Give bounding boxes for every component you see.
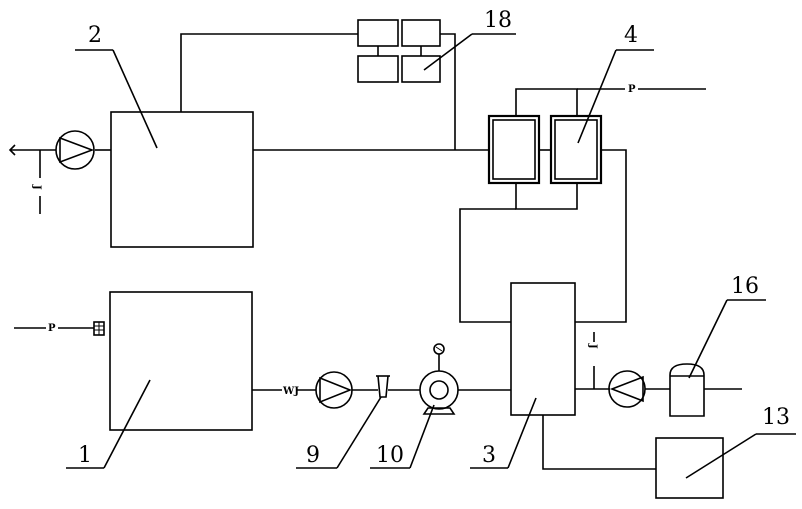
pipe-module4-top — [515, 88, 578, 116]
tag-p-top: P — [628, 84, 636, 95]
pump-10 — [419, 370, 459, 410]
leader-18 — [423, 33, 473, 71]
vessel-3 — [510, 282, 576, 416]
pump-outlet-triangle — [609, 375, 644, 403]
label-18: 18 — [484, 8, 512, 33]
box-13 — [655, 437, 724, 499]
pipe-module4-bottom — [515, 183, 578, 210]
leader-1 — [103, 379, 151, 469]
label-3: 3 — [482, 443, 496, 468]
label-10: 10 — [376, 443, 404, 468]
pump-10-gauge — [433, 343, 445, 355]
signal-tank2-controller — [180, 33, 358, 112]
label-2: 2 — [88, 23, 102, 48]
module-4b-outer — [549, 114, 603, 185]
tag-j-left: J — [31, 184, 42, 190]
controller-box-3 — [357, 55, 399, 83]
module-4b-inner — [554, 119, 598, 180]
outlet-arrow-left — [8, 144, 16, 156]
leader-2 — [112, 49, 158, 149]
controller-link-down — [440, 33, 456, 150]
controller-box-2 — [401, 19, 441, 47]
pump-feed — [315, 371, 353, 409]
pipe-module4-to-3-right — [575, 149, 627, 323]
filter-9 — [377, 375, 389, 398]
module-4a-inner — [492, 119, 536, 180]
controller-box-4 — [401, 55, 441, 83]
tank-2 — [110, 111, 254, 248]
pump-10-base — [422, 407, 456, 415]
pump-feed-triangle — [319, 376, 353, 404]
pump-tank2 — [55, 130, 95, 170]
leader-9 — [336, 396, 382, 469]
label-9: 9 — [306, 443, 320, 468]
tag-p-left: P — [48, 323, 56, 334]
pipe-vessel3-box13 — [542, 415, 656, 470]
leader-13 — [685, 433, 757, 479]
pump-10-gauge-needle — [435, 346, 443, 352]
tank-1 — [109, 291, 253, 431]
leader-10 — [409, 404, 435, 469]
vessel-16 — [669, 363, 705, 417]
pump-10-hub — [429, 380, 449, 400]
leader-4 — [577, 49, 617, 144]
label-16: 16 — [731, 274, 759, 299]
pump-tank2-triangle — [59, 136, 95, 164]
tag-j-right: J — [587, 343, 598, 349]
module-4a-outer — [487, 114, 541, 185]
label-4: 4 — [624, 23, 638, 48]
leader-3 — [507, 397, 537, 469]
label-13: 13 — [762, 405, 790, 430]
pump-outlet — [608, 370, 646, 408]
label-1: 1 — [78, 443, 92, 468]
pipe-module4-to-3-left — [459, 208, 516, 323]
tag-wj: WJ — [282, 386, 299, 397]
controller-box-1 — [357, 19, 399, 47]
leader-16 — [688, 299, 728, 379]
